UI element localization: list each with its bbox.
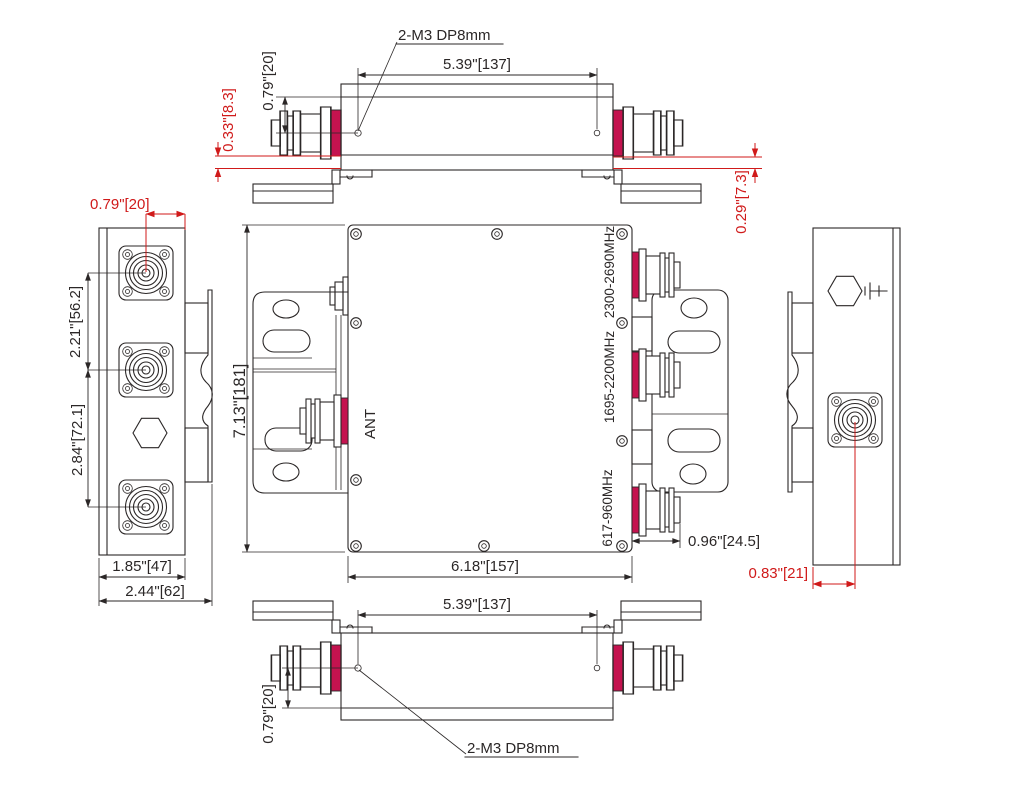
left-red-dim-port-to-edge (145, 210, 186, 272)
top-dim-hole-span (357, 68, 598, 129)
left-view: 0.79"[20] 2.21"[56.2] 2.84"[72.1] 1.85"[… (67, 196, 213, 606)
left-view-body (98, 227, 186, 556)
top-dim-port-offset (276, 96, 358, 134)
right-red-dim (812, 422, 856, 589)
bottom-view: 5.39"[137] 0.79"[20] 2-M3 DP8mm (252, 596, 702, 758)
top-red-dim-left-label: 0.33"[8.3] (220, 88, 237, 152)
screw-note-leader (357, 41, 504, 132)
top-dim-port-offset-label: 0.79"[20] (260, 51, 277, 111)
bottom-dim-hole-span (357, 610, 598, 664)
left-hex-plug (132, 417, 168, 449)
port-3-label: 617-960MHz (600, 469, 615, 547)
front-dim-height-label: 7.13"[181] (231, 364, 249, 439)
bottom-dim-port-offset (282, 667, 358, 709)
left-dim-span-lower-label: 2.84"[72.1] (69, 404, 86, 476)
ant-connector (299, 394, 349, 448)
top-view-bracket-right (581, 169, 702, 204)
top-right-connector (612, 106, 684, 160)
ground-symbol-icon (864, 282, 888, 300)
left-dim-widths (98, 484, 213, 606)
right-view: 0.83"[21] (748, 227, 901, 589)
top-red-dim-right (613, 143, 762, 183)
bottom-dim-hole-span-label: 5.39"[137] (443, 596, 511, 613)
bottom-screw-note-leader (358, 669, 579, 758)
top-view-housing (340, 83, 614, 171)
left-dim-overall-width-label: 2.44"[62] (125, 583, 185, 600)
right-view-body (812, 227, 901, 566)
ant-port-label: ANT (362, 409, 379, 439)
m3-hole-right (593, 664, 601, 672)
bottom-screw-note: 2-M3 DP8mm (467, 740, 560, 757)
bottom-view-bracket-right (581, 600, 702, 634)
front-dim-protrusion-label: 0.96"[24.5] (688, 533, 760, 550)
ground-stud (827, 275, 863, 307)
front-dim-width-label: 6.18"[157] (451, 558, 519, 575)
front-cover-screws (350, 228, 628, 552)
top-dim-hole-span-label: 5.39"[137] (443, 56, 511, 73)
top-red-dim-left (214, 142, 341, 182)
port-1-connector (631, 248, 681, 302)
front-bracket-left (252, 276, 349, 494)
top-view-bracket-left (252, 169, 373, 204)
top-red-dim-right-label: 0.29"[7.3] (733, 170, 750, 234)
port-2-connector (631, 348, 681, 402)
left-red-dim-label: 0.79"[20] (90, 196, 150, 213)
front-dim-width (347, 556, 633, 583)
front-cover-plate (347, 224, 633, 553)
top-screw-note: 2-M3 DP8mm (398, 27, 491, 44)
port-1-label: 2300-2690MHz (602, 226, 617, 319)
front-view: ANT 2300-2690MHz 1695-2200MHz 617-960MHz… (231, 224, 760, 583)
left-dim-span-upper-label: 2.21"[56.2] (67, 286, 84, 358)
right-view-bracket (786, 291, 814, 493)
m3-hole-right (593, 129, 601, 137)
left-dim-body-width-label: 1.85"[47] (112, 558, 172, 575)
left-view-bracket (184, 289, 213, 483)
port-3-connector (631, 483, 681, 537)
front-dim-height (242, 224, 345, 553)
top-view: 2-M3 DP8mm 5.39"[137] 0.79"[20] 0.33"[8.… (214, 27, 762, 234)
bottom-view-housing (340, 632, 614, 721)
right-red-dim-label: 0.83"[21] (748, 565, 808, 582)
bottom-right-connector (612, 641, 684, 695)
bottom-view-bracket-left (252, 600, 373, 634)
left-dim-port-chain (85, 272, 146, 508)
bottom-dim-port-offset-label: 0.79"[20] (260, 684, 277, 744)
port-2-label: 1695-2200MHz (602, 331, 617, 424)
front-dim-connector-protrusion (631, 524, 681, 548)
